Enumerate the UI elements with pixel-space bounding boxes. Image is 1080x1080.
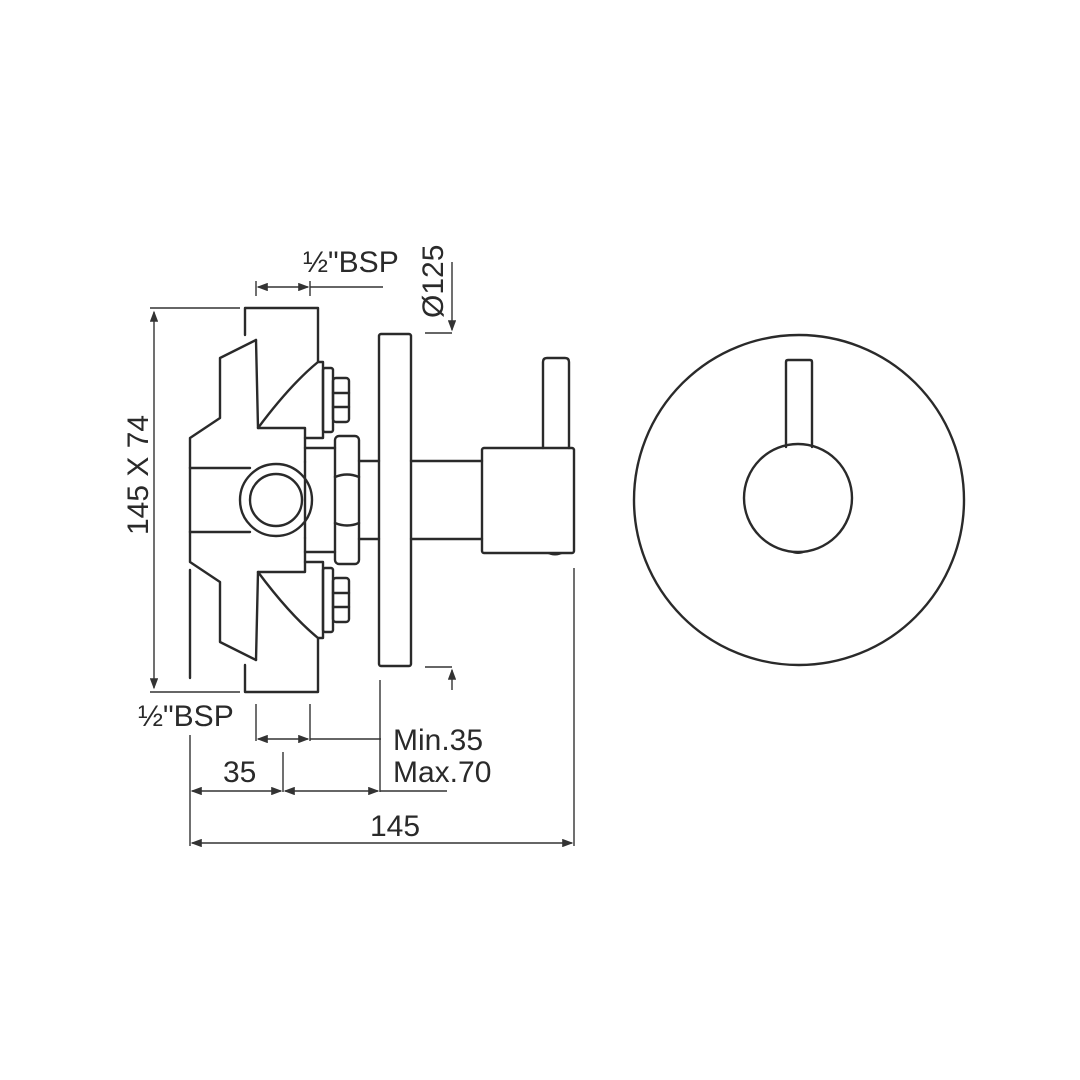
handle-hub-side [480, 446, 576, 555]
label-bsp-bottom: ½"BSP [138, 700, 234, 733]
indicator-dot-side [546, 553, 564, 556]
dimension-depth-range [255, 680, 381, 792]
dimension-body-height [149, 307, 240, 693]
wall-plate [377, 332, 413, 668]
label-diameter: Ø125 [417, 245, 450, 318]
indicator-dot-front [790, 552, 806, 554]
lever-side [541, 356, 571, 450]
front-view [632, 333, 966, 667]
valve-body [188, 306, 325, 694]
lock-nuts [303, 366, 361, 634]
label-inlet-offset: 35 [223, 756, 256, 789]
label-depth-max: Max.70 [393, 756, 491, 789]
dimension-diameter [425, 262, 457, 690]
cover-plate [632, 333, 966, 667]
label-overall-depth: 145 [370, 810, 420, 843]
handle-hub-front [742, 442, 854, 554]
dimension-bsp-top [255, 281, 383, 296]
dimension-overall-depth [190, 568, 575, 848]
label-depth-min: Min.35 [393, 724, 483, 757]
lever-front [784, 358, 814, 449]
spindle [357, 459, 484, 541]
label-bsp-top: ½"BSP [303, 246, 399, 279]
label-body-size: 145 X 74 [122, 415, 155, 535]
inlet-port [238, 462, 314, 538]
dimension-inlet-offset [189, 735, 447, 846]
